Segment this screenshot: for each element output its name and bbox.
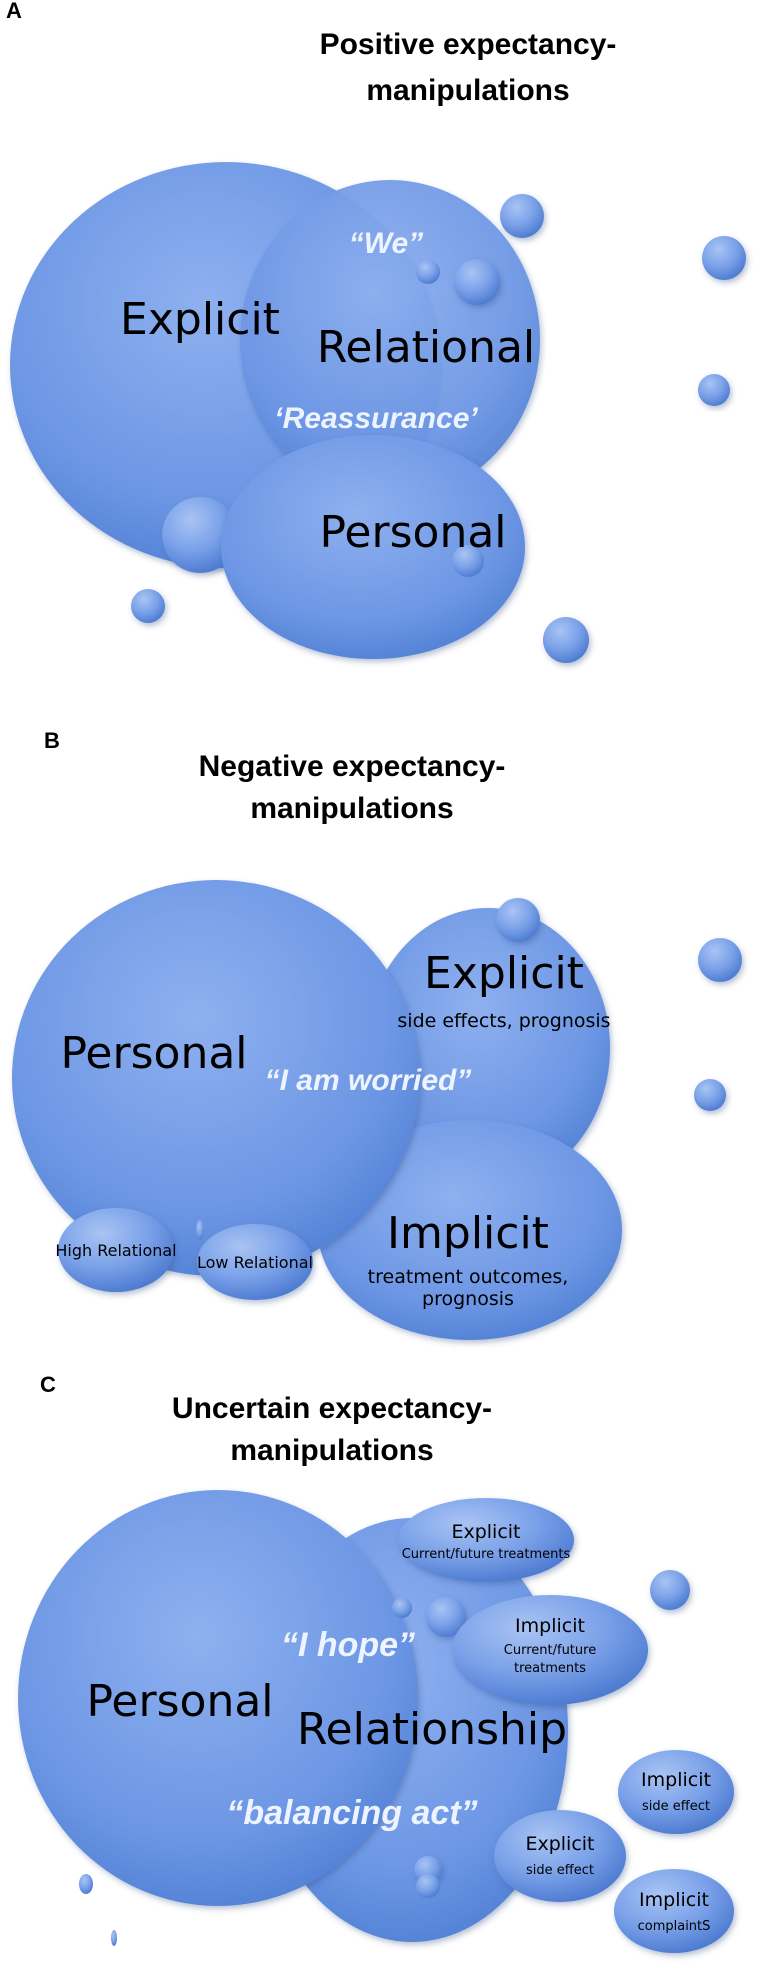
panel-b-title-line1: Negative expectancy-	[199, 750, 506, 783]
bubble-personal	[221, 435, 525, 659]
small-bubble	[543, 617, 589, 663]
small-bubble	[454, 259, 500, 305]
small-bubble	[79, 1874, 93, 1894]
bubble-relational	[240, 180, 540, 500]
bubble-implicit-complaints	[614, 1869, 734, 1953]
label-personal: Personal	[319, 507, 506, 558]
quote-hope: “I hope”	[281, 1626, 415, 1664]
small-bubble	[196, 1220, 204, 1240]
panel-c: C Uncertain expectancy- manipulations Pe…	[18, 1372, 734, 1953]
sub-implicit-line1: treatment outcomes,	[368, 1266, 569, 1288]
label-low-relational: Low Relational	[197, 1253, 313, 1272]
label-relationship: Relationship	[297, 1704, 567, 1755]
implicit-side-sub: side effect	[642, 1799, 710, 1814]
explicit-side-label: Explicit	[525, 1833, 594, 1855]
quote-worried: “I am worried”	[265, 1064, 472, 1097]
bubble-implicit	[318, 1120, 622, 1340]
sub-implicit-line2: prognosis	[422, 1288, 514, 1310]
label-high-relational: High Relational	[55, 1241, 176, 1260]
sub-explicit: side effects, prognosis	[397, 1010, 610, 1032]
explicit-side-sub: side effect	[526, 1863, 594, 1878]
small-bubble	[111, 1930, 117, 1946]
explicit-top-sub: Current/future treatments	[402, 1547, 571, 1562]
small-bubble	[500, 194, 544, 238]
bubble-high-relational	[58, 1208, 174, 1292]
small-bubble	[650, 1570, 690, 1610]
bubble-personal	[12, 880, 420, 1276]
panel-a-title-line1: Positive expectancy-	[320, 28, 617, 61]
small-bubble	[162, 497, 238, 573]
implicit-top-sub1: Current/future	[504, 1643, 596, 1658]
label-explicit: Explicit	[424, 948, 584, 999]
label-relational: Relational	[317, 322, 535, 373]
quote-reassurance: ‘Reassurance’	[274, 402, 478, 435]
small-bubble	[698, 938, 742, 982]
bubble-explicit-current	[398, 1498, 574, 1582]
label-explicit: Explicit	[120, 294, 280, 345]
panel-b-letter: B	[44, 728, 60, 753]
small-bubble	[698, 374, 730, 406]
implicit-side-label: Implicit	[641, 1769, 711, 1791]
label-personal: Personal	[60, 1028, 247, 1079]
small-bubble	[416, 1874, 440, 1898]
panel-a-letter: A	[6, 0, 22, 23]
small-bubble	[392, 1598, 412, 1618]
bubble-personal	[18, 1490, 418, 1906]
label-implicit: Implicit	[387, 1208, 549, 1259]
bubble-implicit-current	[452, 1595, 648, 1705]
small-bubble	[416, 260, 440, 284]
panel-c-letter: C	[40, 1372, 56, 1397]
implicit-top-label: Implicit	[515, 1615, 585, 1637]
implicit-top-sub2: treatments	[514, 1661, 586, 1676]
panel-c-title-line1: Uncertain expectancy-	[172, 1392, 492, 1425]
panel-a: A Positive expectancy- manipulations Exp…	[6, 0, 746, 663]
small-bubble	[452, 545, 484, 577]
small-bubble	[496, 898, 540, 942]
panel-a-title-line2: manipulations	[366, 74, 569, 107]
implicit-complaints-label: Implicit	[639, 1889, 709, 1911]
small-bubble	[426, 1597, 466, 1637]
bubble-explicit-side-effect	[494, 1810, 626, 1902]
bubble-explicit	[366, 908, 610, 1188]
bubble-implicit-side-effect	[618, 1750, 734, 1834]
implicit-complaints-sub: complaintS	[638, 1919, 711, 1934]
explicit-top-label: Explicit	[451, 1521, 520, 1543]
quote-we: “We”	[349, 227, 423, 260]
small-bubble	[694, 1079, 726, 1111]
panel-b-title-line2: manipulations	[250, 792, 453, 825]
small-bubble	[702, 236, 746, 280]
bubble-low-relational	[197, 1224, 313, 1300]
panel-c-title-line2: manipulations	[230, 1434, 433, 1467]
panel-b: B Negative expectancy- manipulations Per…	[12, 728, 742, 1340]
label-personal: Personal	[86, 1676, 273, 1727]
small-bubble	[131, 589, 165, 623]
quote-balancing: “balancing act”	[226, 1794, 477, 1832]
